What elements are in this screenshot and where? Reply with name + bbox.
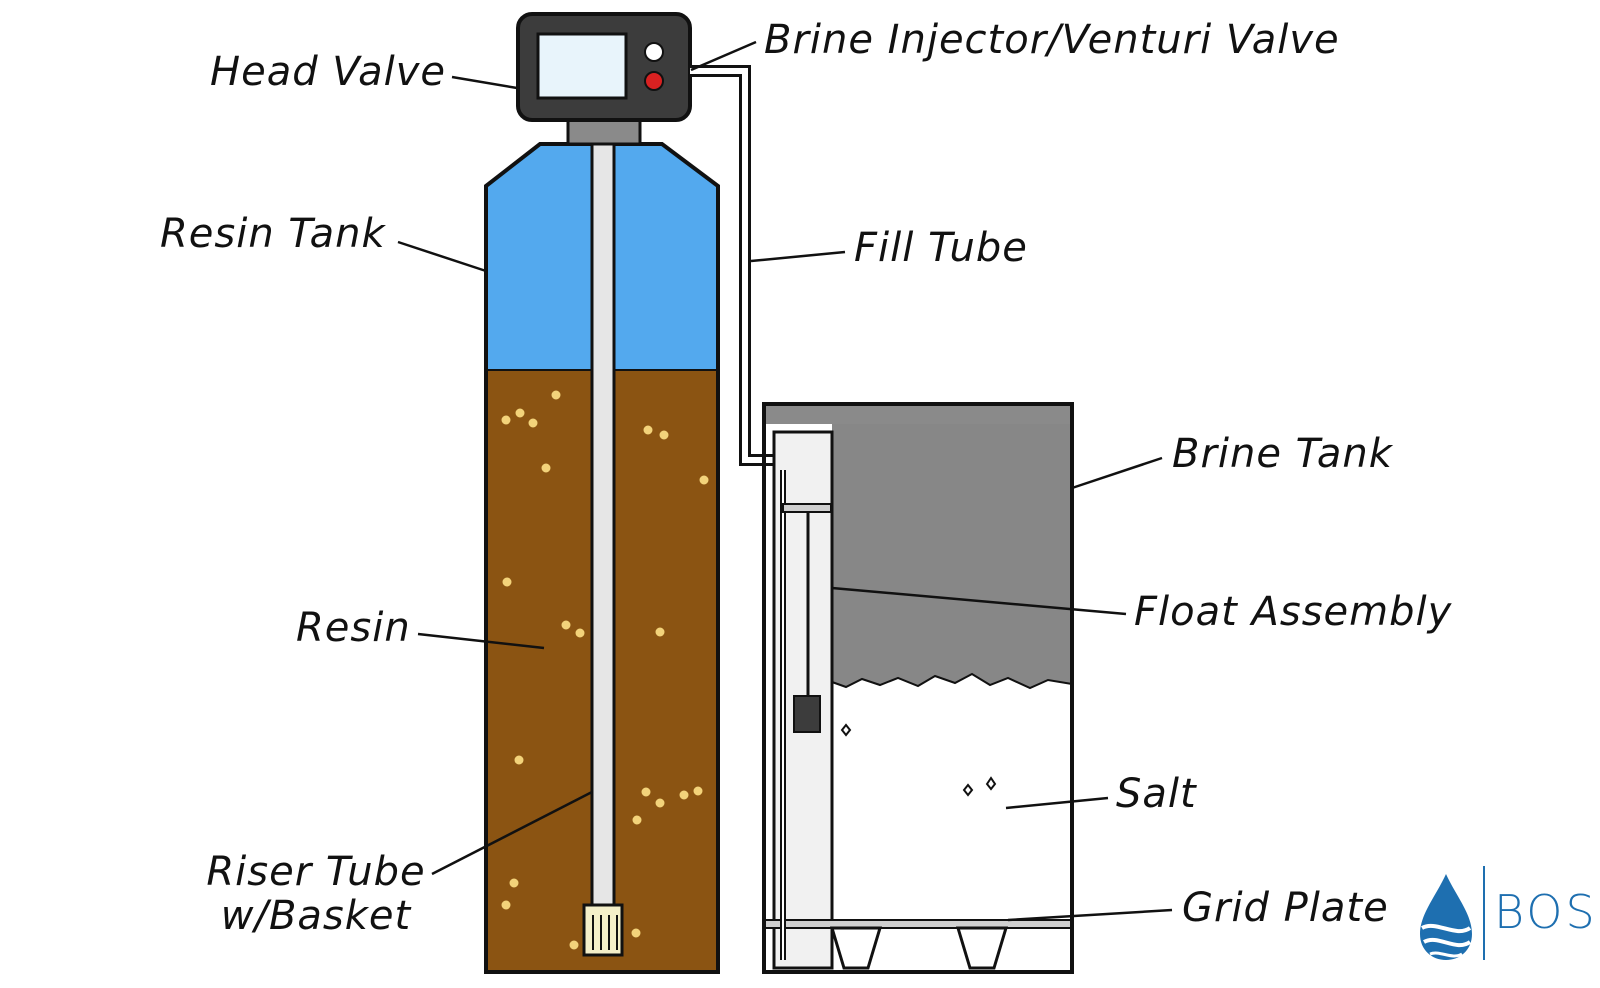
- label-brine-injector: Brine Injector/Venturi Valve: [764, 17, 1340, 63]
- leader-brine-tank: [1071, 456, 1163, 490]
- label-riser-tube: Riser Tube w/Basket: [200, 850, 432, 938]
- label-riser-tube-line2: w/Basket: [220, 893, 412, 939]
- label-riser-tube-line1: Riser Tube: [206, 849, 426, 895]
- droplet-icon: [1420, 874, 1472, 960]
- leader-grid-plate: [1007, 908, 1173, 922]
- label-grid-plate: Grid Plate: [1182, 885, 1389, 931]
- brine-tank-outline: [762, 402, 1074, 974]
- brine-tank: [762, 402, 1074, 974]
- label-resin-tank: Resin Tank: [160, 211, 386, 257]
- leader-fill-tube: [750, 250, 846, 263]
- float: [793, 695, 821, 733]
- riser-tube: [582, 138, 624, 957]
- grid-plate: [763, 919, 1073, 929]
- label-head-valve: Head Valve: [210, 49, 447, 95]
- brine-tank-top: [764, 404, 1072, 424]
- salt-crystals: [840, 723, 997, 797]
- head-valve-neck: [566, 116, 642, 146]
- grid-plate-leg-2: [955, 926, 1009, 970]
- riser-basket: [582, 903, 624, 957]
- bos-logo-mark: [1420, 866, 1485, 960]
- leader-riser-tube: [431, 790, 593, 876]
- label-fill-tube: Fill Tube: [854, 225, 1028, 271]
- resin-beads: [500, 389, 710, 951]
- label-resin: Resin: [296, 605, 411, 651]
- leader-float-assembly: [831, 586, 1127, 616]
- head-valve: [516, 12, 692, 146]
- head-valve-white-button: [644, 42, 664, 62]
- label-salt: Salt: [1116, 771, 1197, 817]
- float-assembly: [780, 470, 832, 960]
- grid-plate-leg-1: [829, 926, 883, 970]
- leader-brine-injector: [690, 40, 757, 72]
- resin-tank-outline: [484, 142, 720, 974]
- leader-resin-tank: [397, 240, 487, 273]
- logo-text: BOS: [1494, 885, 1598, 939]
- salt-surface-outline: [831, 672, 1073, 690]
- head-valve-red-button: [644, 71, 664, 91]
- label-brine-tank: Brine Tank: [1172, 431, 1393, 477]
- brine-tank-liquid: [832, 424, 1072, 688]
- leader-head-valve: [451, 75, 518, 90]
- leader-salt: [1005, 796, 1109, 810]
- leader-lines: [397, 40, 1173, 922]
- leader-resin: [417, 632, 545, 650]
- label-float-assembly: Float Assembly: [1134, 589, 1453, 635]
- head-valve-display: [536, 32, 628, 100]
